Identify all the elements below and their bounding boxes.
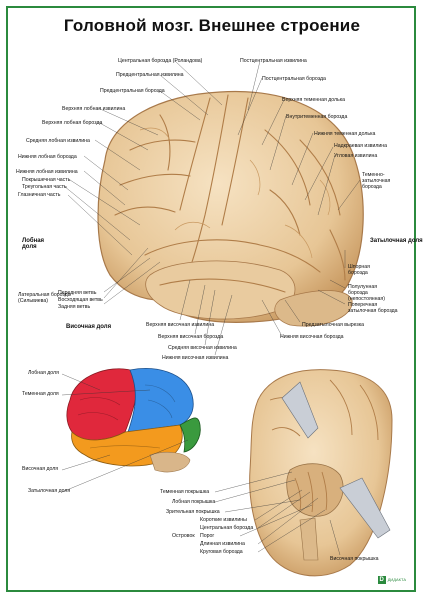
- label-postcentralnaya-izvilina: Постцентральная извилина: [240, 58, 307, 64]
- label-zritelnaya-pokryshka: Зрительная покрышка: [166, 509, 220, 515]
- label-precentralnaya-borozda: Предцентральная борозда: [100, 88, 165, 94]
- leader-lines: [63, 60, 361, 356]
- label-perednyaya-vetv: Передняя ветвь: [58, 290, 97, 296]
- label-srednyaya-lobnaya-izvilina: Средняя лобная извилина: [26, 138, 90, 144]
- label-lobe-zatylochnaya: Затылочная доля: [28, 488, 71, 494]
- label-centralnaya-borozda-insula: Центральная борозда: [200, 525, 254, 531]
- label-verhnyaya-temennaya-dolka: Верхняя теменная долька: [282, 97, 346, 103]
- label-lobe-visochnaya: Височная доля: [22, 466, 59, 472]
- label-lobe-lobnaya: Лобная доля: [28, 370, 59, 376]
- label-srednyaya-visochnaya-izvilina: Средняя височная извилина: [168, 345, 237, 351]
- label-precentralnaya-izvilina: Предцентральная извилина: [116, 72, 184, 78]
- label-nizhnyaya-lobnaya-izvilina: Нижняя лобная извилина: [16, 169, 78, 175]
- label-voshodyashaya-vetv: Восходящая ветвь: [58, 297, 103, 303]
- label-pokryshechnaya-chast: Покрышечная часть: [22, 177, 71, 183]
- label-postcentralnaya-borozda: Постцентральная борозда: [262, 76, 326, 82]
- label-verhnyaya-visochnaya-borozda: Верхняя височная борозда: [158, 334, 224, 340]
- label-shpornaya-borozda: Шпорная борозда: [348, 264, 370, 276]
- label-korotkie-izviliny: Короткие извилины: [200, 517, 247, 523]
- label-zatylochnaya-dolya: Затылочная доля: [370, 238, 423, 244]
- label-temennaya-pokryshka: Теменная покрышка: [160, 489, 210, 495]
- label-poperechnaya-zatylochnaya-borozda: Поперечная затылочная борозда: [348, 302, 398, 314]
- label-nizhnyaya-lobnaya-borozda: Нижняя лобная борозда: [18, 154, 77, 160]
- label-nizhnyaya-visochnaya-izvilina: Нижняя височная извилина: [162, 355, 229, 361]
- label-nizhnyaya-visochnaya-borozda: Нижняя височная борозда: [280, 334, 344, 340]
- label-temenno-zatylochnaya-borozda: Теменно-затылочная борозда: [362, 172, 391, 190]
- label-verhnyaya-lobnaya-borozda: Верхняя лобная борозда: [42, 120, 103, 126]
- label-nadkraevaya-izvilina: Надкраевая извилина: [334, 143, 388, 149]
- label-dlinnaya-izvilina: Длинная извилина: [200, 541, 245, 547]
- label-porog: Порог: [200, 533, 215, 539]
- label-predzatylochnaya-vyrezka: Предзатылочная вырезка: [302, 322, 365, 328]
- label-verhnyaya-lobnaya-izvilina: Верхняя лобная извилина: [62, 106, 126, 112]
- label-lobnaya-pokryshka: Лобная покрышка: [172, 499, 216, 505]
- label-treugolnaya-chast: Треугольная часть: [22, 184, 67, 190]
- label-ostrovok: Островок: [172, 533, 195, 539]
- label-visochnaya-dolya: Височная доля: [66, 324, 112, 330]
- label-lobe-temennaya: Теменная доля: [22, 391, 59, 397]
- label-krugovaya-borozda: Круговая борозда: [200, 549, 243, 555]
- poster-frame: [6, 6, 416, 592]
- lobes-brain-illustration: [66, 368, 201, 473]
- label-centralnaya-borozda: Центральная борозда (Роландова): [118, 58, 203, 64]
- page-title: Головной мозг. Внешнее строение: [63, 16, 361, 35]
- label-vnutritemennaya-borozda: Внутритеменная борозда: [286, 114, 348, 120]
- label-lobnaya-dolya: Лобная доля: [22, 238, 45, 250]
- label-zadnyaya-vetv: Задняя ветвь: [58, 304, 91, 310]
- main-brain-illustration: [97, 90, 364, 327]
- label-lateralnaya-borozda: Латеральная борозда (Сильвиева): [18, 292, 71, 304]
- label-nizhnyaya-temennaya-dolka: Нижняя теменная долька: [314, 131, 376, 137]
- label-uglovaya-izvilina: Угловая извилина: [334, 153, 378, 159]
- label-lunnaya-borozda: Полулунная борозда (непостоянная): [348, 284, 385, 302]
- label-visochnaya-pokryshka: Височная покрышка: [330, 556, 379, 562]
- insula-illustration: [249, 369, 393, 577]
- label-verhnyaya-visochnaya-izvilina: Верхняя височная извилина: [146, 322, 215, 328]
- logo-icon: D: [377, 576, 386, 584]
- label-glaznichnaya-chast: Глазничная часть: [18, 192, 61, 198]
